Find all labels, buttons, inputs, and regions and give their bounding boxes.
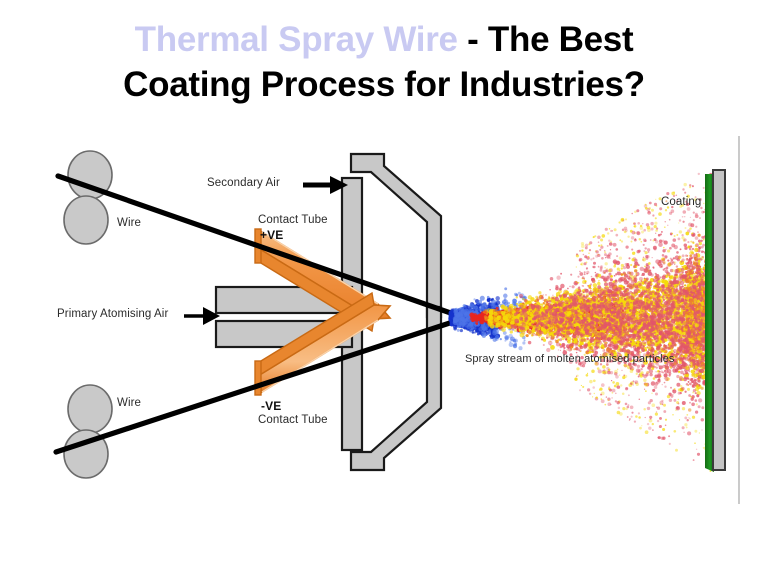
label-secondary-air: Secondary Air — [207, 177, 280, 189]
label-wire-top: Wire — [117, 217, 142, 229]
wire-feed-rollers-upper — [63, 150, 113, 245]
coating-layer — [705, 174, 714, 472]
label-polarity-negative: -VE — [261, 399, 282, 413]
label-polarity-positive: +VE — [260, 228, 284, 242]
wire-line-lower — [53, 315, 468, 455]
primary-air-arrow — [184, 307, 220, 325]
label-coating: Coating — [661, 196, 702, 208]
title-rest-text: - The Best — [457, 20, 634, 59]
title-accent-text: Thermal Spray Wire — [134, 20, 458, 59]
label-spray-stream: Spray stream of molten atomised particle… — [465, 353, 675, 365]
label-primary-atomising-air: Primary Atomising Air — [57, 308, 169, 320]
thermal-spray-diagram: Wire Wire Secondary Air Primary Atomisin… — [0, 132, 768, 532]
page-title: Thermal Spray Wire - The Best Coating Pr… — [0, 18, 768, 108]
diagram-svg — [53, 136, 740, 504]
wire-line-upper — [55, 173, 468, 321]
title-line2-text: Coating Process for Industries? — [123, 64, 645, 104]
spray-stream-particles — [448, 172, 716, 472]
substrate-plate — [712, 169, 726, 471]
label-contact-tube-top: Contact Tube — [258, 214, 328, 226]
label-contact-tube-bottom: Contact Tube — [258, 414, 328, 426]
secondary-air-arrow — [303, 176, 348, 194]
label-wire-bottom: Wire — [117, 397, 142, 409]
wire-feed-rollers-lower — [63, 384, 113, 479]
